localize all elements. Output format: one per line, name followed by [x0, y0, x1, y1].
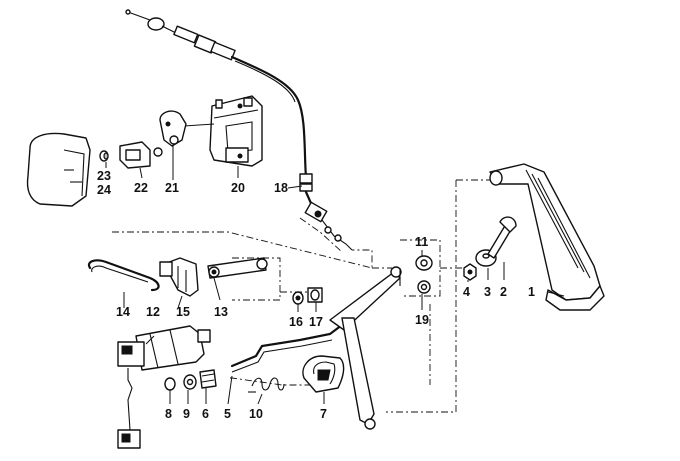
callout-19: 19 — [415, 313, 429, 327]
throttle-lever — [159, 110, 187, 147]
callout-8: 8 — [165, 407, 172, 421]
kickdown-switch — [117, 325, 211, 449]
callout-22: 22 — [134, 181, 148, 195]
callout-13: 13 — [214, 305, 228, 319]
assembly-guide-lines — [112, 179, 492, 413]
callout-11: 11 — [415, 235, 428, 249]
callout-7: 7 — [320, 407, 327, 421]
callout-24: 24 — [97, 183, 111, 197]
callout-16: 16 — [289, 315, 303, 329]
accelerator-pedal — [489, 163, 605, 311]
leader-lines — [105, 146, 565, 405]
washer-set — [164, 369, 217, 391]
callout-18: 18 — [274, 181, 288, 195]
callout-20: 20 — [231, 181, 245, 195]
callout-6: 6 — [202, 407, 209, 421]
bushings — [292, 287, 323, 305]
callout-12: 12 — [146, 305, 160, 319]
callout-23: 23 — [97, 169, 111, 183]
callout-2: 2 — [500, 285, 507, 299]
callout-4: 4 — [463, 285, 470, 299]
cable-clip — [119, 141, 163, 169]
throttle-bracket — [183, 95, 263, 167]
callout-15: 15 — [176, 305, 190, 319]
callout-17: 17 — [309, 315, 323, 329]
throttle-cable — [125, 9, 353, 251]
callout-3: 3 — [484, 285, 491, 299]
callout-14: 14 — [116, 305, 130, 319]
torsion-spring — [248, 377, 285, 393]
pedal-bushings — [415, 255, 433, 294]
pedal-fasteners — [463, 216, 517, 281]
callout-5: 5 — [224, 407, 231, 421]
rod-clip — [159, 257, 199, 297]
callout-labels: 1 2 3 4 5 6 7 8 9 10 11 12 13 14 15 16 1… — [97, 169, 535, 421]
callout-10: 10 — [249, 407, 263, 421]
pushrod — [207, 257, 268, 279]
callout-1: 1 — [528, 285, 535, 299]
rubber-grommet — [302, 355, 345, 393]
return-spring-rod — [87, 259, 160, 292]
callout-9: 9 — [183, 407, 190, 421]
accelerator-shaft — [230, 266, 402, 430]
cover-cap — [26, 132, 91, 207]
callout-21: 21 — [165, 181, 179, 195]
nut-and-washer — [99, 150, 109, 162]
